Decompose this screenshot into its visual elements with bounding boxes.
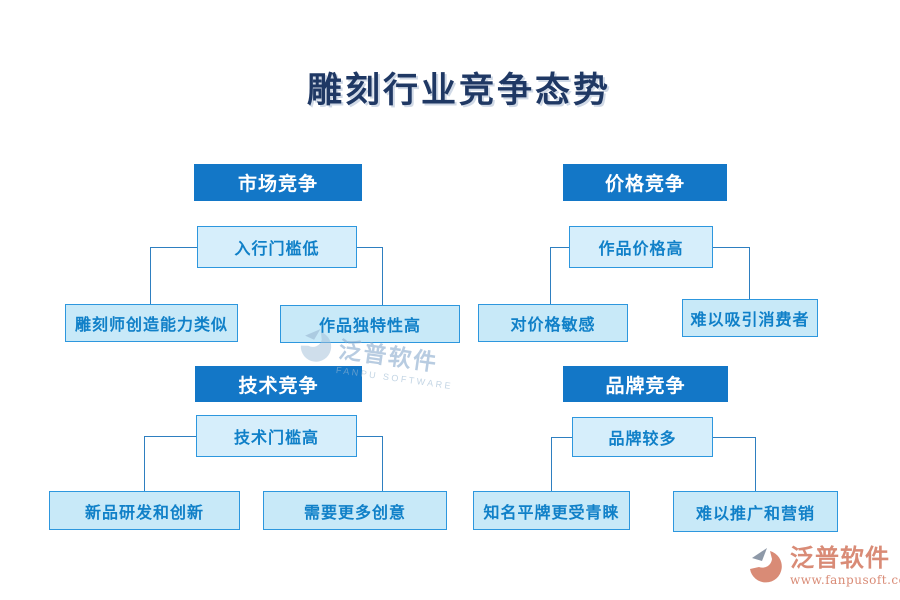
brand-logo: 泛普软件 www.fanpusoft.com (744, 546, 900, 591)
technology-section-header: 技术竞争 (195, 366, 362, 402)
technology-root-node: 技术门槛高 (196, 415, 357, 457)
price-child-node-2: 难以吸引消费者 (682, 299, 818, 337)
connector-technology-right (357, 436, 383, 491)
brand-logo-url: www.fanpusoft.com (790, 573, 900, 587)
brand-section-header: 品牌竞争 (563, 366, 728, 402)
market-child-node-2: 作品独特性高 (280, 305, 460, 343)
page-title: 雕刻行业竞争态势 (306, 70, 611, 111)
connector-price-right (713, 247, 750, 299)
brand-child-node-2: 难以推广和营销 (673, 491, 838, 532)
connector-market-right (357, 247, 383, 305)
brand-child-node-1: 知名平牌更受青睐 (473, 491, 630, 530)
technology-child-node-1: 新品研发和创新 (49, 491, 240, 530)
brand-root-node: 品牌较多 (572, 417, 713, 457)
market-root-node: 入行门槛低 (197, 226, 357, 268)
price-section-header: 价格竞争 (563, 164, 727, 201)
connector-brand-left (551, 437, 572, 491)
brand-logo-icon (744, 546, 788, 591)
technology-child-node-2: 需要更多创意 (263, 491, 447, 530)
connector-market-left (150, 247, 197, 304)
price-root-node: 作品价格高 (569, 226, 713, 268)
connector-technology-left (144, 436, 196, 491)
price-child-node-1: 对价格敏感 (478, 304, 628, 342)
market-section-header: 市场竞争 (194, 164, 362, 201)
brand-logo-text: 泛普软件 (790, 545, 890, 572)
connector-price-left (550, 247, 569, 304)
connector-brand-right (713, 437, 756, 491)
market-child-node-1: 雕刻师创造能力类似 (65, 304, 238, 342)
